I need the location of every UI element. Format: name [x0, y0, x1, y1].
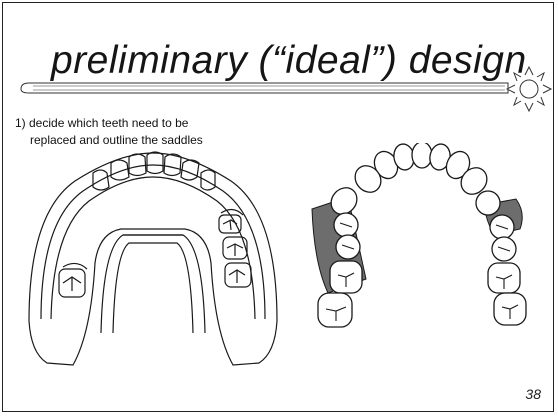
instruction-line-1: 1) decide which teeth need to be [15, 116, 188, 130]
page-number: 38 [525, 386, 541, 402]
sun-icon [507, 67, 551, 111]
title-underline [3, 3, 555, 123]
slide: preliminary (“ideal”) design 1) decide w… [2, 2, 554, 412]
lower-arch-figure [288, 143, 548, 373]
upper-jaw-figure [23, 143, 283, 373]
